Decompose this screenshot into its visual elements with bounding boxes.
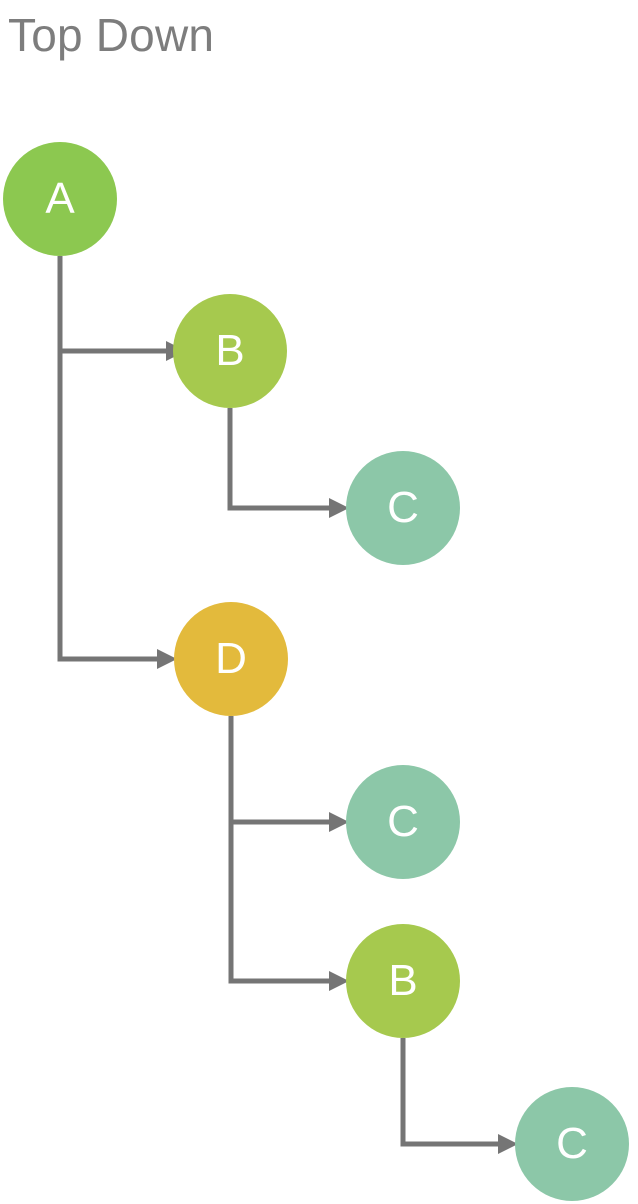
arrowhead-icon	[329, 971, 349, 991]
edge-b-to-c	[227, 408, 349, 518]
node-label: C	[387, 483, 419, 532]
edge-line	[400, 1038, 498, 1147]
arrowhead-icon	[329, 498, 349, 518]
node-label: D	[215, 634, 247, 683]
node-label: B	[215, 326, 245, 375]
node-d[interactable]: D	[174, 602, 288, 716]
edge-d-to-b	[228, 822, 349, 991]
edge-line	[228, 716, 329, 825]
arrowhead-icon	[157, 649, 177, 669]
edge-d-to-c	[228, 716, 349, 832]
node-c[interactable]: C	[346, 451, 460, 565]
edge-line	[57, 256, 166, 354]
edge-b-to-c	[400, 1038, 518, 1154]
edge-line	[228, 822, 329, 984]
arrowhead-icon	[498, 1134, 518, 1154]
page-title: Top Down	[8, 9, 215, 61]
edge-a-to-d	[57, 351, 177, 669]
node-c[interactable]: C	[346, 765, 460, 879]
node-label: A	[45, 174, 75, 223]
node-a[interactable]: A	[3, 142, 117, 256]
edge-line	[57, 351, 157, 662]
node-c[interactable]: C	[515, 1087, 629, 1201]
edge-a-to-b	[57, 256, 186, 361]
node-label: C	[387, 797, 419, 846]
arrowhead-icon	[329, 812, 349, 832]
node-label: B	[388, 956, 418, 1005]
node-label: C	[556, 1119, 588, 1168]
node-b[interactable]: B	[173, 294, 287, 408]
node-b[interactable]: B	[346, 924, 460, 1038]
edge-line	[227, 408, 329, 511]
